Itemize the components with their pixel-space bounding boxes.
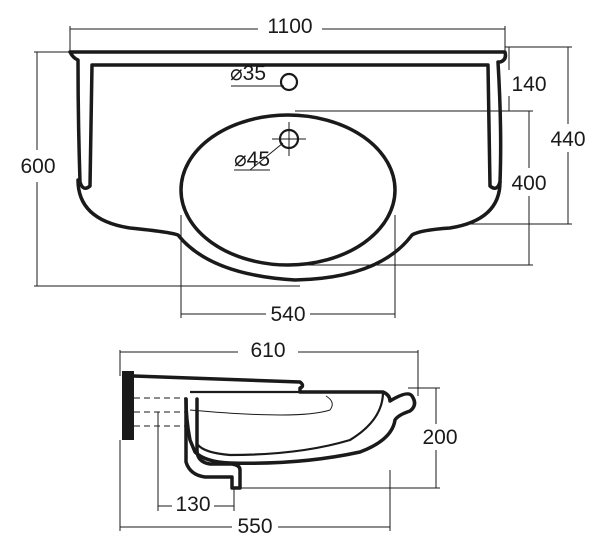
side-view: 610 200 130 550: [119, 339, 458, 538]
side-inner-bowl: [190, 390, 385, 457]
basin-width-label: 540: [270, 303, 305, 326]
top-view-outline: [68, 50, 508, 190]
back-depth-label: 140: [511, 73, 546, 96]
tap-hole: [279, 72, 299, 92]
depth-dimension-label: 600: [20, 155, 55, 178]
wall-mount: [122, 371, 134, 440]
basin-bowl: [179, 113, 397, 267]
drain-pipe: [184, 397, 242, 490]
side-basin-outline: [132, 374, 417, 465]
top-view: 1100 600 ⌀35 ⌀45 140 400 440: [20, 15, 585, 326]
top-view-front-edge: [76, 178, 502, 282]
tap-hole-label: ⌀35: [230, 62, 266, 85]
height-label: 200: [422, 426, 457, 449]
width-dimension-label: 1100: [267, 15, 312, 38]
basin-length-label: 550: [237, 515, 272, 538]
basin-depth-label: 400: [511, 172, 546, 195]
trap-offset-label: 130: [175, 493, 210, 516]
total-depth-label: 440: [550, 128, 585, 151]
projection-label: 610: [250, 339, 285, 362]
drain-label: ⌀45: [234, 148, 270, 171]
